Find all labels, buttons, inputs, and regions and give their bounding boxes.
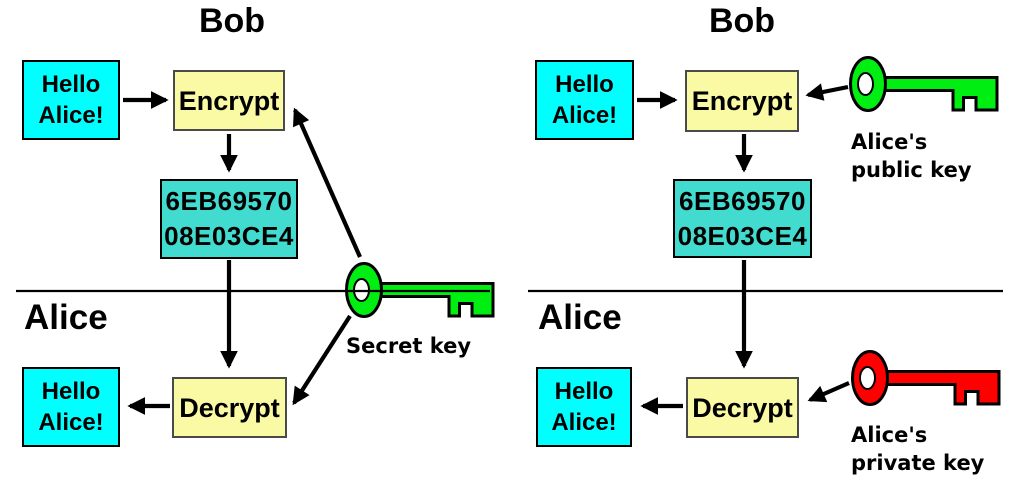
decrypt-box-right: Decrypt [686,377,799,438]
arrow-secretkey-to-decrypt [292,314,352,406]
plaintext-box-bottom-left: Hello Alice! [22,367,120,447]
public-key-label: Alice's public key [851,130,972,182]
decrypt-box-left: Decrypt [172,377,287,438]
receiver-title-right: Alice [538,298,622,337]
encrypt-box-left: Encrypt [173,70,285,131]
sender-title-right: Bob [708,2,776,40]
plaintext-box-top-right: Hello Alice! [535,60,634,140]
arrow-publickey-to-encrypt [805,83,849,101]
private-key-label: Alice's private key [851,423,985,475]
ciphertext-box-left: 6EB69570 08E03CE4 [160,179,298,259]
encrypt-box-right: Encrypt [685,70,799,132]
ciphertext-box-right: 6EB69570 08E03CE4 [673,179,812,258]
private-key-icon [851,350,1001,406]
receiver-title-left: Alice [24,298,108,337]
plaintext-box-bottom-right: Hello Alice! [536,367,632,447]
secret-key-label: Secret key [346,334,472,358]
public-key-icon [849,56,999,112]
arrow-privatekey-to-decrypt [807,381,850,403]
sender-title-left: Bob [198,2,266,40]
arrow-secretkey-to-encrypt [292,107,362,258]
plaintext-box-top-left: Hello Alice! [22,60,120,140]
